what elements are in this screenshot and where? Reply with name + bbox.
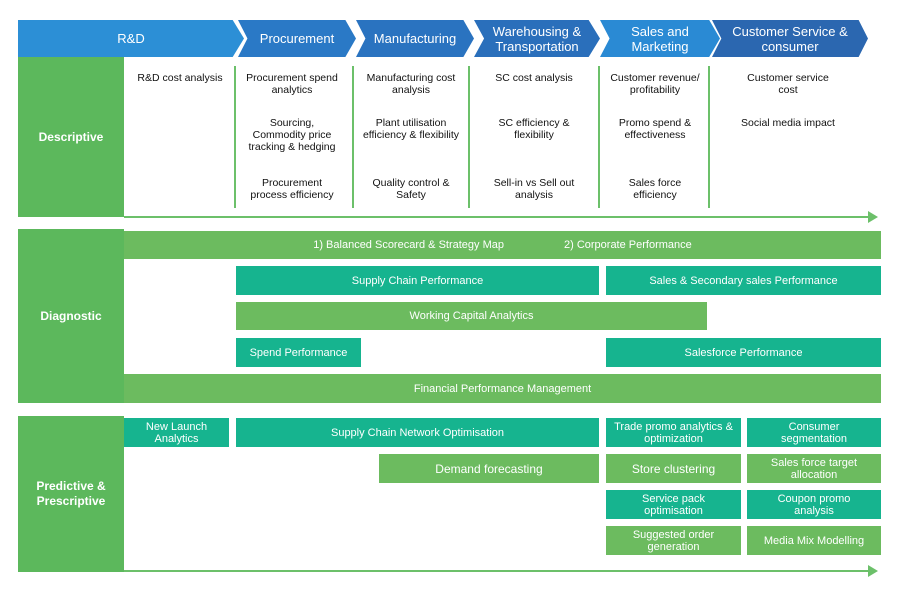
working-capital-box: Working Capital Analytics [236,302,707,330]
stage-manufacturing: Manufacturing [356,20,474,57]
box-label: Demand forecasting [435,461,543,476]
row-label-predictive: Predictive & Prescriptive [18,416,124,572]
stage-rnd: R&D [18,20,244,57]
desc-column-sales: Customer revenue/ profitability Promo sp… [606,72,704,201]
row-label-diagnostic: Diagnostic [18,229,124,403]
box-label: Spend Performance [249,346,348,359]
stage-label: R&D [117,31,145,46]
box-label: Service pack optimisation [642,492,705,517]
stage-procurement: Procurement [238,20,356,57]
stage-label: Sales and Marketing [631,23,689,54]
desc-item: Procurement process efficiency [250,177,334,201]
desc-item: Procurement spend analytics [246,72,338,96]
desc-item: Sourcing, Commodity price tracking & hed… [248,117,336,153]
stage-sales-marketing: Sales and Marketing [600,20,720,57]
desc-item: Promo spend & effectiveness [618,117,692,141]
divider [352,66,354,208]
divider [234,66,236,208]
consumer-segmentation-box: Consumer segmentation [747,418,881,447]
desc-item: SC cost analysis [495,72,573,84]
box-label: Financial Performance Management [413,382,592,395]
arrow-head-icon [868,211,878,223]
box-label: Supply Chain Network Optimisation [330,426,505,439]
box-label: New Launch Analytics [145,420,208,445]
coupon-promo-box: Coupon promo analysis [747,490,881,519]
spend-performance-box: Spend Performance [236,338,361,367]
desc-item: Quality control & Safety [372,177,450,201]
stage-label: Procurement [259,31,335,46]
desc-column-manufacturing: Manufacturing cost analysis Plant utilis… [362,72,460,201]
arrow-head-icon [868,565,878,577]
demand-forecasting-box: Demand forecasting [379,454,599,483]
stage-customer-service: Customer Service & consumer [712,20,868,57]
sales-force-target-box: Sales force target allocation [747,454,881,483]
desc-item: Manufacturing cost analysis [366,72,456,96]
sc-network-box: Supply Chain Network Optimisation [236,418,599,447]
service-pack-box: Service pack optimisation [606,490,741,519]
divider [708,66,710,208]
balanced-scorecard-bar: 1) Balanced Scorecard & Strategy Map 2) … [124,231,881,259]
corporate-performance-label: 2) Corporate Performance [563,239,692,251]
media-mix-box: Media Mix Modelling [747,526,881,555]
financial-performance-bar: Financial Performance Management [124,374,881,403]
box-label: Suggested order generation [632,528,715,553]
desc-item: Plant utilisation efficiency & flexibili… [362,117,460,141]
box-label: Working Capital Analytics [409,310,534,322]
desc-column-procurement: Procurement spend analytics Sourcing, Co… [244,72,340,201]
trade-promo-box: Trade promo analytics & optimization [606,418,741,447]
row-label-descriptive: Descriptive [18,57,124,217]
desc-item: Customer revenue/ profitability [610,72,700,96]
store-clustering-box: Store clustering [606,454,741,483]
desc-item: SC efficiency & flexibility [498,117,570,141]
box-label: Media Mix Modelling [763,534,865,547]
stage-label: Manufacturing [373,31,457,46]
desc-item: Sales force efficiency [628,177,682,201]
divider [468,66,470,208]
desc-item: Sell-in vs Sell out analysis [493,177,575,201]
supply-chain-performance-box: Supply Chain Performance [236,266,599,295]
box-label: Trade promo analytics & optimization [614,420,733,445]
desc-column-warehousing: SC cost analysis SC efficiency & flexibi… [484,72,584,201]
box-label: Coupon promo analysis [777,492,851,517]
box-label: Sales force target allocation [770,456,858,481]
box-label: Salesforce Performance [684,346,803,359]
desc-column-customer: Customer service cost Social media impac… [740,72,836,129]
sales-secondary-performance-box: Sales & Secondary sales Performance [606,266,881,295]
desc-item: R&D cost analysis [137,72,223,84]
box-label: Store clustering [631,461,716,476]
desc-item: Social media impact [741,117,835,129]
row-label-text: Descriptive [38,129,104,144]
desc-column-rnd: R&D cost analysis [130,72,230,84]
box-label: Sales & Secondary sales Performance [649,274,838,287]
new-launch-box: New Launch Analytics [124,418,229,447]
stage-label: Warehousing & Transportation [492,23,582,54]
divider [598,66,600,208]
suggested-order-box: Suggested order generation [606,526,741,555]
box-label: Supply Chain Performance [351,274,484,287]
descriptive-arrow-line [124,216,870,218]
row-label-text: Diagnostic [40,308,102,323]
box-label: Consumer segmentation [780,420,848,445]
balanced-scorecard-label: 1) Balanced Scorecard & Strategy Map [313,239,504,251]
row-label-text: Predictive & Prescriptive [36,479,106,508]
stage-label: Customer Service & consumer [732,23,848,54]
stage-warehousing: Warehousing & Transportation [474,20,600,57]
desc-item: Customer service cost [747,72,829,96]
salesforce-performance-box: Salesforce Performance [606,338,881,367]
predictive-arrow-line [124,570,870,572]
